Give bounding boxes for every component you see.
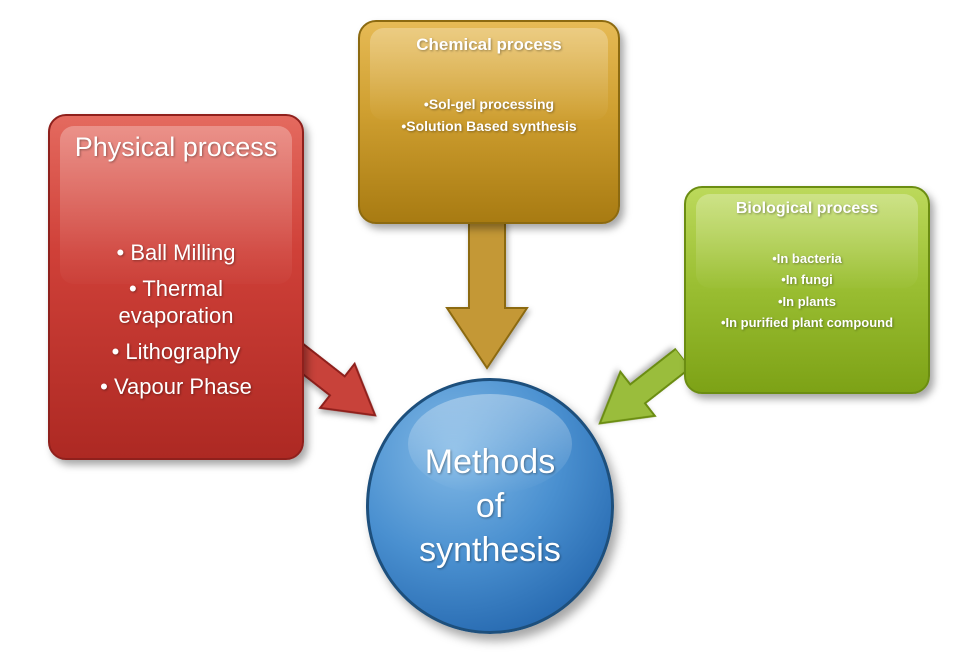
center-label-line: Methods xyxy=(424,442,556,481)
list-item: Sol-gel processing xyxy=(374,93,604,115)
chemical-process-title: Chemical process xyxy=(416,35,562,54)
list-item: In fungi xyxy=(696,269,918,290)
chemical-process-list: Sol-gel processing Solution Based synthe… xyxy=(374,93,604,138)
list-item: Vapour Phase xyxy=(85,373,267,401)
list-item: In purified plant compound xyxy=(696,312,918,333)
list-item: Thermal evaporation xyxy=(85,275,267,330)
center-label-line: of xyxy=(475,486,505,525)
physical-process-list: Ball Milling Thermal evaporation Lithogr… xyxy=(85,239,267,401)
list-item: In bacteria xyxy=(696,248,918,269)
biological-to-center-arrow xyxy=(598,347,693,425)
arrow-shape xyxy=(445,220,529,370)
chemical-process-box: Chemical process Sol-gel processing Solu… xyxy=(358,20,620,224)
list-item: In plants xyxy=(696,291,918,312)
arrow-shape xyxy=(598,347,693,425)
center-label-line: synthesis xyxy=(419,531,561,570)
physical-process-title: Physical process xyxy=(74,132,278,162)
biological-process-box: Biological process In bacteria In fungi … xyxy=(684,186,930,394)
list-item: Lithography xyxy=(85,338,267,366)
biological-process-title: Biological process xyxy=(735,200,879,217)
methods-of-synthesis-circle: Methods of synthesis xyxy=(366,378,614,634)
physical-process-box: Physical process Ball Milling Thermal ev… xyxy=(48,114,304,460)
chemical-to-center-arrow xyxy=(445,220,529,370)
list-item: Ball Milling xyxy=(85,239,267,267)
list-item: Solution Based synthesis xyxy=(374,115,604,137)
biological-process-list: In bacteria In fungi In plants In purifi… xyxy=(696,248,918,334)
